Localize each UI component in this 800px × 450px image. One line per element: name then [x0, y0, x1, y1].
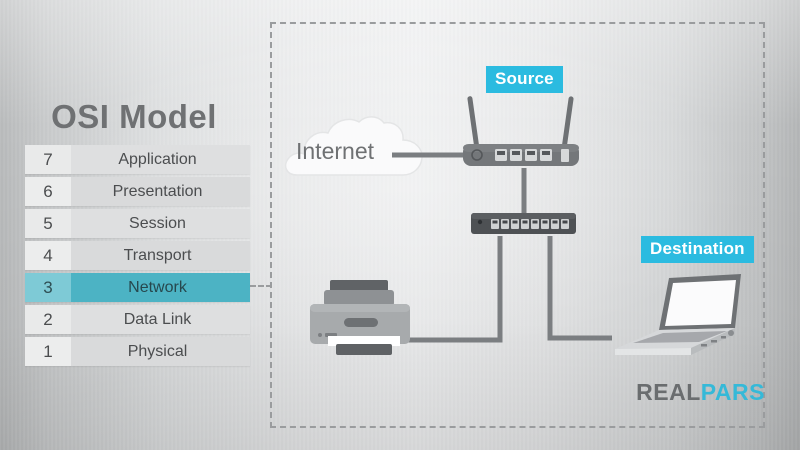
layer3-to-panel-connector [250, 285, 272, 287]
osi-layer-number: 1 [25, 337, 71, 366]
status-badge-destination: Destination [641, 236, 754, 263]
osi-layer-row-2[interactable]: 2 Data Link [25, 305, 250, 334]
osi-layer-row-1[interactable]: 1 Physical [25, 337, 250, 366]
printer-control-slot [344, 318, 378, 327]
cable-switch-to-laptop [547, 236, 612, 341]
laptop-screen [665, 280, 736, 326]
laptop-front-edge [615, 348, 691, 355]
printer-output-paper [328, 336, 400, 346]
laptop-port-round [728, 330, 734, 336]
osi-layer-number: 5 [25, 209, 71, 238]
laptop-device[interactable] [605, 272, 747, 364]
osi-layer-row-7[interactable]: 7 Application [25, 145, 250, 174]
osi-layer-label: Data Link [71, 305, 250, 334]
network-switch-device[interactable] [471, 210, 576, 238]
printer-button [318, 333, 322, 337]
osi-layer-number: 3 [25, 273, 71, 302]
page-title: OSI Model [51, 98, 217, 135]
osi-layer-label: Network [71, 273, 250, 302]
osi-layer-label: Presentation [71, 177, 250, 206]
printer-front-tray [336, 344, 392, 355]
osi-layer-row-3-network-active[interactable]: 3 Network [25, 273, 250, 302]
osi-layer-number: 2 [25, 305, 71, 334]
router-usb-port [561, 149, 569, 162]
laptop-port [711, 340, 717, 343]
logo-text-real: REAL [636, 379, 701, 405]
router-antenna-left [467, 96, 480, 152]
switch-led [477, 219, 483, 225]
cable-switch-to-printer [404, 236, 503, 343]
osi-layer-row-6[interactable]: 6 Presentation [25, 177, 250, 206]
logo-text-pars: PARS [700, 379, 765, 405]
osi-layer-label: Application [71, 145, 250, 174]
osi-layer-label: Physical [71, 337, 250, 366]
osi-layer-row-5[interactable]: 5 Session [25, 209, 250, 238]
laptop-port [701, 344, 707, 347]
osi-layer-label: Transport [71, 241, 250, 270]
laptop-keyboard [633, 331, 727, 343]
router-device[interactable] [455, 94, 587, 170]
osi-layer-label: Session [71, 209, 250, 238]
realpars-logo: REALPARS [636, 379, 765, 406]
osi-layer-row-4[interactable]: 4 Transport [25, 241, 250, 270]
internet-label: Internet [296, 138, 374, 164]
router-power-led [471, 149, 483, 161]
osi-layer-number: 6 [25, 177, 71, 206]
network-diagram-panel [270, 22, 765, 428]
laptop-port [721, 336, 726, 339]
router-antenna-right [561, 96, 574, 152]
printer-device[interactable] [306, 278, 414, 358]
osi-layer-number: 7 [25, 145, 71, 174]
osi-model-table: 7 Application 6 Presentation 5 Session 4… [25, 145, 250, 369]
osi-layer-number: 4 [25, 241, 71, 270]
status-badge-source: Source [486, 66, 563, 93]
